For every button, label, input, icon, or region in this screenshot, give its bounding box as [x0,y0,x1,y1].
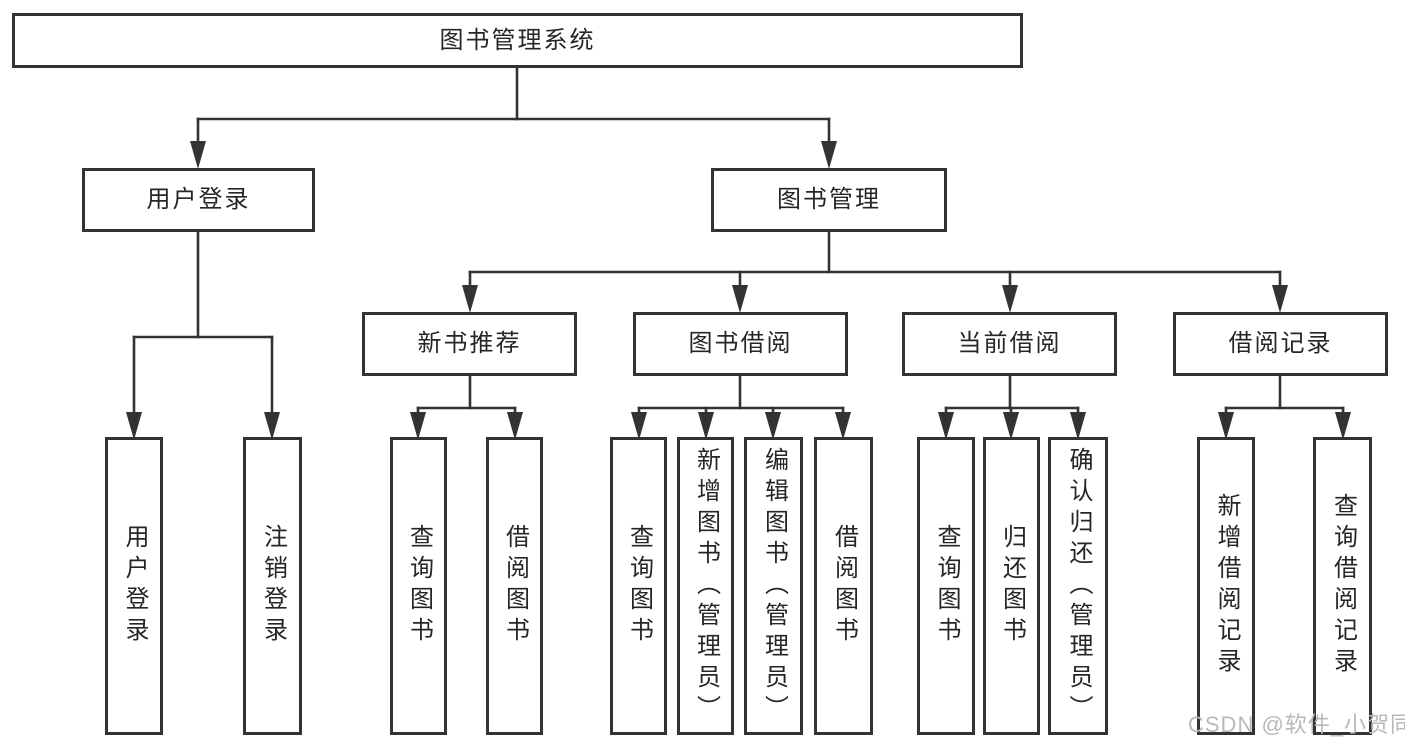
node-current-borrow: 当前借阅 [902,312,1117,376]
node-label: 查询图书 [933,524,960,648]
edge-book-borrow-to-leaves [631,374,851,440]
node-label: 当前借阅 [957,330,1062,357]
leaf-query-book-borrow: 查询图书 [610,437,667,735]
node-label: 用户登录 [121,524,148,648]
node-label: 借阅记录 [1228,330,1333,357]
node-label: 新书推荐 [417,330,522,357]
arrowhead [462,285,478,313]
node-label: 归还图书 [998,524,1026,648]
node-label: 用户登录 [146,186,251,213]
leaf-query-book-recommend: 查询图书 [390,437,447,735]
leaf-confirm-return-admin: 确认归还（管理员） [1048,437,1108,735]
edge-borrow-record-to-leaves [1218,374,1351,440]
arrowhead [821,141,837,169]
node-label: 借阅图书 [501,524,529,648]
node-label: 图书管理 [777,186,881,213]
leaf-return-book: 归还图书 [983,437,1040,735]
leaf-user-login: 用户登录 [105,437,163,735]
node-label: 新增图书（管理员） [692,446,720,726]
node-label: 图书管理系统 [439,26,596,54]
edge-root-to-level2 [190,66,837,169]
node-label: 查询图书 [405,524,433,648]
arrowhead [732,285,748,313]
node-borrow-record: 借阅记录 [1173,312,1388,376]
arrowhead [1218,412,1234,440]
node-label: 查询借阅记录 [1329,493,1357,679]
edge-book-management-to-level3 [462,230,1288,313]
node-label: 新增借阅记录 [1213,493,1240,679]
arrowhead [698,412,714,440]
arrowhead [835,412,851,440]
node-book-borrow: 图书借阅 [633,312,848,376]
edge-current-borrow-to-leaves [938,374,1086,440]
leaf-add-book-admin: 新增图书（管理员） [677,437,734,735]
node-label: 确认归还（管理员） [1065,446,1092,726]
csdn-watermark: CSDN @软件_小贺同学 [1188,712,1405,737]
leaf-borrow-book: 借阅图书 [814,437,873,735]
node-label: 注销登录 [259,524,287,648]
arrowhead [126,412,142,440]
node-new-book-recommend: 新书推荐 [362,312,577,376]
leaf-query-borrow-record: 查询借阅记录 [1313,437,1372,735]
node-label: 借阅图书 [830,524,858,648]
arrowhead [1335,412,1351,440]
node-book-management: 图书管理 [711,168,947,232]
node-label: 编辑图书（管理员） [760,446,788,726]
arrowhead [190,141,206,169]
leaf-edit-book-admin: 编辑图书（管理员） [744,437,803,735]
arrowhead [938,412,954,440]
arrowhead [631,412,647,440]
leaf-logout: 注销登录 [243,437,302,735]
arrowhead [1003,412,1019,440]
node-user-login: 用户登录 [82,168,315,232]
edge-user-login-to-leaves [126,230,280,440]
arrowhead [1002,285,1018,313]
leaf-add-borrow-record: 新增借阅记录 [1197,437,1255,735]
arrowhead [1272,285,1288,313]
arrowhead [1070,412,1086,440]
arrowhead [507,412,523,440]
arrowhead [765,412,781,440]
leaf-query-book-current: 查询图书 [917,437,975,735]
node-label: 查询图书 [625,524,653,648]
leaf-borrow-book-recommend: 借阅图书 [486,437,543,735]
node-label: 图书借阅 [688,330,793,357]
edge-new-book-recommend-to-leaves [410,374,523,440]
node-root-system: 图书管理系统 [12,13,1023,68]
arrowhead [264,412,280,440]
arrowhead [410,412,426,440]
